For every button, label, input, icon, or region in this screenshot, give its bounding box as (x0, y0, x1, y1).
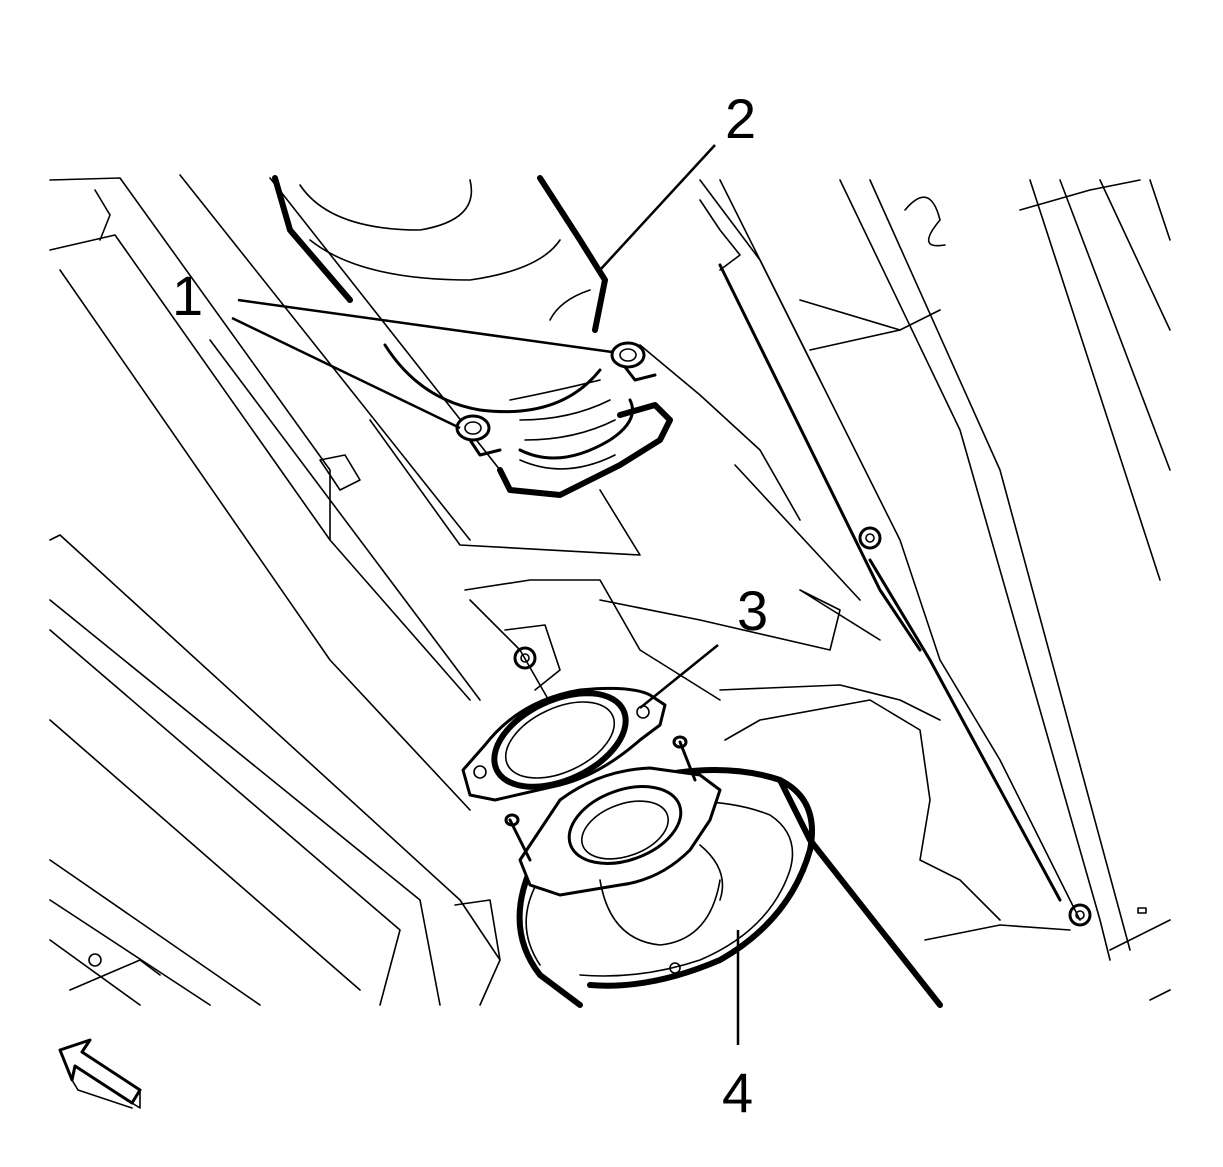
leader-1-left (231, 316, 461, 430)
leader-2 (599, 144, 716, 271)
leader-lines (231, 144, 740, 1045)
upper-exhaust-pipe (272, 175, 673, 498)
exhaust-gasket (461, 686, 667, 802)
leader-1-right (237, 298, 613, 354)
callout-label-2: 2 (725, 87, 756, 150)
front-direction-arrow-icon (58, 1038, 142, 1109)
bolt-left (455, 414, 502, 457)
callout-labels: 1 2 3 4 (172, 87, 768, 1124)
bolt-right (610, 341, 657, 382)
callout-label-3: 3 (737, 579, 768, 642)
flange-bolts (455, 341, 657, 457)
lower-pipe-flange (504, 735, 943, 1008)
callout-label-4: 4 (722, 1061, 753, 1124)
callout-label-1: 1 (172, 264, 203, 327)
leader-3 (639, 644, 719, 709)
underbody-structure (49, 174, 1171, 1006)
